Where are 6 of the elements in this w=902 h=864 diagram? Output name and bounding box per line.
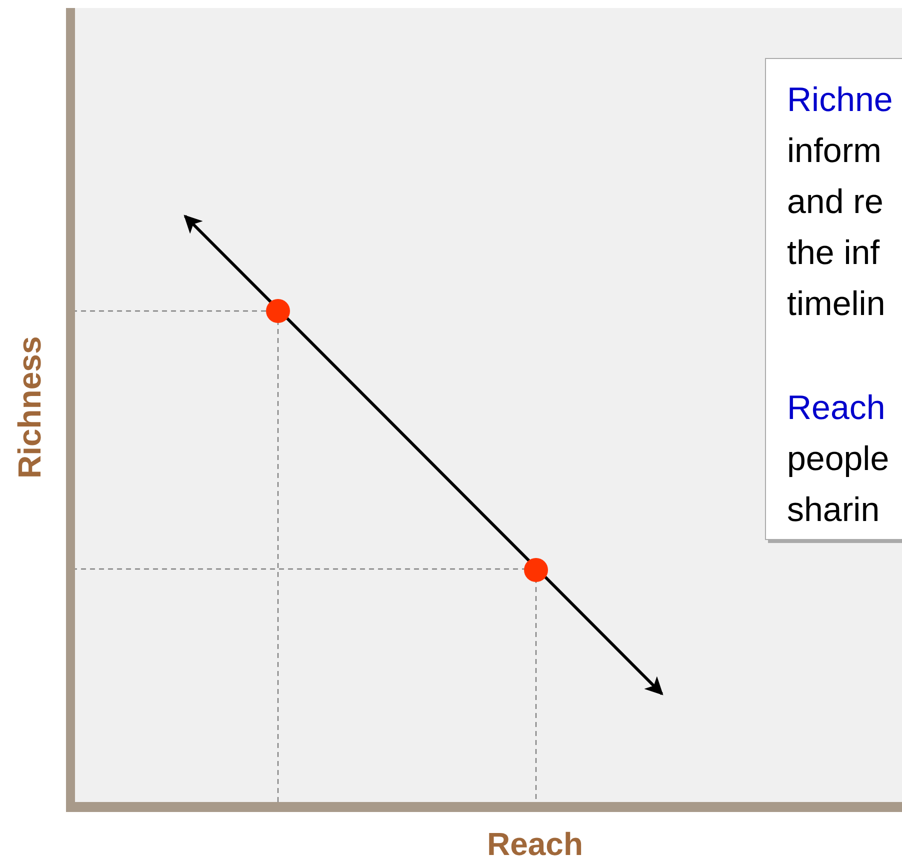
- axis-title: Richness: [12, 338, 48, 478]
- term-heading: Richne: [787, 80, 894, 121]
- definition-text: people sharin: [787, 439, 890, 531]
- definition-text: inform and re the inf timelin: [787, 131, 886, 325]
- term-heading: Reach: [787, 388, 886, 429]
- axis-title: Reach: [486, 826, 584, 863]
